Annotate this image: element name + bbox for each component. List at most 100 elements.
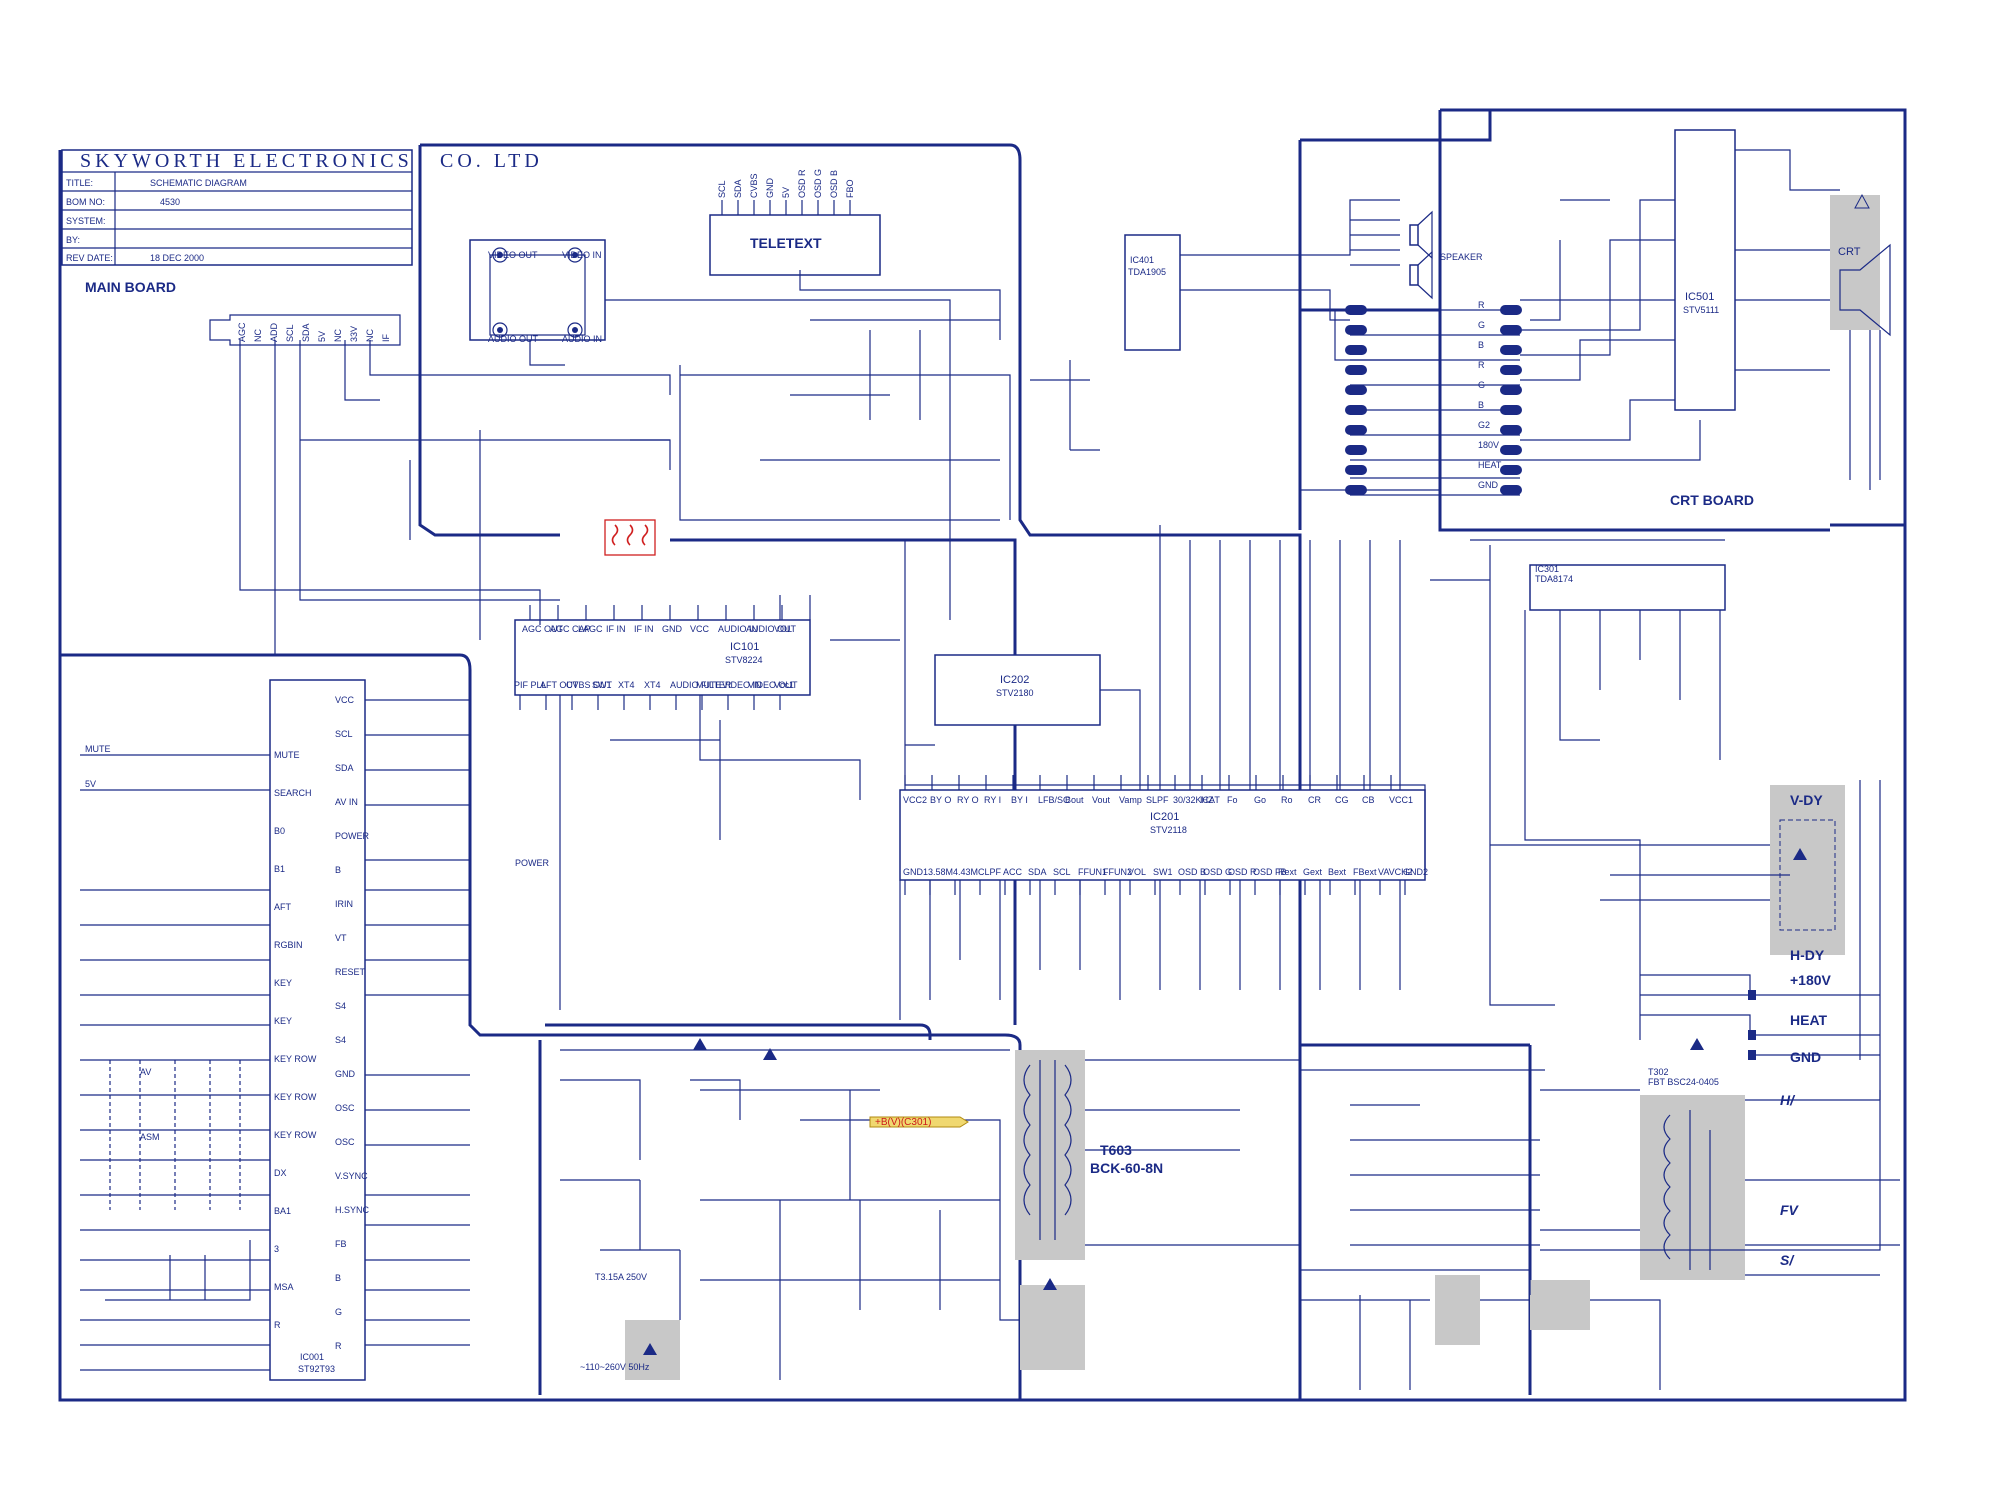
ic201-part: STV2118 — [1150, 825, 1187, 835]
ic001-pin-label: POWER — [335, 831, 370, 841]
ic001-pin-label: G — [335, 1307, 342, 1317]
crt-link-pin — [1345, 365, 1367, 375]
heat-label: HEAT — [1790, 1012, 1828, 1028]
ic201-pin-label: OSD B — [1178, 867, 1206, 877]
ic201-pin-label: Vamp — [1119, 795, 1142, 805]
company-name-right: CO. LTD — [440, 150, 543, 172]
ic201-pin-label: 30/32KHZ — [1173, 795, 1214, 805]
ic201-pin-label: FFUN2 — [1103, 867, 1132, 877]
ic201-pin-label: LFB/SC — [1038, 795, 1070, 805]
t603-part: BCK-60-8N — [1090, 1160, 1163, 1176]
ic001-pin-label: MUTE — [274, 750, 300, 760]
crt-board-left — [1438, 110, 1830, 532]
ic201-pin-label: CB — [1362, 795, 1375, 805]
crt-link-pin-label: B — [1478, 400, 1484, 410]
ic001-pin-label: VCC — [335, 695, 355, 705]
crt-link-pin-label: R — [1478, 300, 1485, 310]
ic001-pin-label: IRIN — [335, 899, 353, 909]
gnd-label: GND — [1790, 1049, 1821, 1065]
crt-connector-labels: +180V HEAT GND H/ FV S/ — [1748, 972, 1832, 1268]
ic001-pin-label: GND — [335, 1069, 356, 1079]
ic101-pin-label: SW1 — [592, 680, 612, 690]
ic201-pin-label: Vout — [1092, 795, 1111, 805]
bom-row-value: 4530 — [160, 197, 180, 207]
crt-link-pin — [1345, 485, 1367, 495]
tuner-pin-label: SCL — [285, 324, 295, 342]
deflection-yoke: V-DY H-DY — [1779, 792, 1836, 963]
ic001-pin-label: SCL — [335, 729, 353, 739]
ic201-pin-label: Go — [1254, 795, 1266, 805]
crt-link-pin-label: R — [1478, 360, 1485, 370]
by-row-label: BY: — [66, 235, 80, 245]
ic201-pin-label: SW1 — [1153, 867, 1173, 877]
ic101-pin-label: PIF PLL — [514, 680, 547, 690]
ic001-pin-label: FB — [335, 1239, 347, 1249]
crt-link-pin — [1500, 445, 1522, 455]
ic101-pin-label: AGC CAP — [550, 624, 591, 634]
plus180-label: +180V — [1790, 972, 1832, 988]
crt-link-pin-label: G2 — [1478, 420, 1490, 430]
teletext-pin-label: OSD G — [813, 169, 823, 198]
teletext-pin-label: FBO — [845, 179, 855, 198]
ic101-pin-label: AUDIO OUT — [746, 624, 797, 634]
fbt-shade — [1640, 1095, 1745, 1280]
ic201-pin-label: FBext — [1353, 867, 1377, 877]
video-out-jack: VIDEO OUT — [488, 250, 538, 260]
ic201-pin-label: VCC1 — [1389, 795, 1413, 805]
ic101-ref: IC101 — [730, 641, 759, 653]
crt-link-pin — [1345, 445, 1367, 455]
ic001-pin-label: RGBIN — [274, 940, 303, 950]
ic101-pin-label: LAGC — [578, 624, 603, 634]
asm-key-label: ASM — [140, 1132, 160, 1142]
crt-link-pin-label: HEAT — [1478, 460, 1502, 470]
ic201-pin-label: SDA — [1028, 867, 1047, 877]
ic101-pin-label: VCC — [690, 624, 710, 634]
ic001-pin-label: 3 — [274, 1244, 279, 1254]
ic202-block: IC202 STV2180 — [934, 654, 1101, 726]
ic401-part: TDA1905 — [1128, 267, 1166, 277]
crt-socket: CRT — [1838, 193, 1891, 337]
ic201-pin-label: BY O — [930, 795, 951, 805]
video-in-jack: VIDEO IN — [562, 250, 602, 260]
ic101-pin-label: VIDEO IN — [722, 680, 762, 690]
tuner-pin-label: NC — [253, 329, 263, 342]
fuse-label: T3.15A 250V — [595, 1272, 647, 1282]
ic201-pin-label: OSD R — [1228, 867, 1257, 877]
led-indicator: +B(V)(C301) — [869, 1116, 969, 1128]
ic201-pin-label: Bout — [1065, 795, 1084, 805]
ic201-pin-label: VOL — [1128, 867, 1146, 877]
title-block: SKYWORTH ELECTRONICS CO. LTD TITLE: SCHE… — [61, 149, 543, 266]
ic301-part: TDA8174 — [1535, 574, 1573, 584]
ac-input-label: ~110~260V 50Hz — [580, 1362, 650, 1372]
crt-board-outline — [1440, 108, 1907, 525]
speaker-label: SPEAKER — [1440, 252, 1483, 262]
warning-icons — [643, 848, 1807, 1355]
ic001-pin-label: KEY ROW — [274, 1130, 317, 1140]
bom-row-label: BOM NO: — [66, 197, 105, 207]
crt-link-pin — [1500, 385, 1522, 395]
ic001-pin-label: S4 — [335, 1035, 346, 1045]
sv-label: S/ — [1780, 1252, 1795, 1268]
teletext-pin-label: SDA — [733, 179, 743, 198]
ic301-ref: IC301 — [1535, 564, 1559, 574]
ic201-pin-label: GND1 — [903, 867, 928, 877]
crt-top-link — [1300, 110, 1492, 142]
crt-link-pin — [1500, 485, 1522, 495]
hv-label: H/ — [1780, 1092, 1796, 1108]
fbt-ref: T302 — [1648, 1067, 1669, 1077]
ic001-pin-label: DX — [274, 1168, 287, 1178]
crt-link-pin — [1500, 465, 1522, 475]
ic101-pin-label: CVBS OUT — [566, 680, 613, 690]
ic201-pin-label: VCC2 — [903, 795, 927, 805]
crt-socket-shade — [1830, 195, 1880, 330]
ic001-ref: IC001 — [300, 1352, 324, 1362]
ic201-pin-label: 3.58M — [928, 867, 953, 877]
ic001-pin-label: OSC — [335, 1103, 355, 1113]
fv-label: FV — [1780, 1202, 1800, 1218]
ic101-pin-label: IF IN — [606, 624, 626, 634]
ic202-part: STV2180 — [996, 688, 1034, 698]
tuner-pin-label: SDA — [301, 323, 311, 342]
t603-ref: T603 — [1100, 1142, 1132, 1158]
